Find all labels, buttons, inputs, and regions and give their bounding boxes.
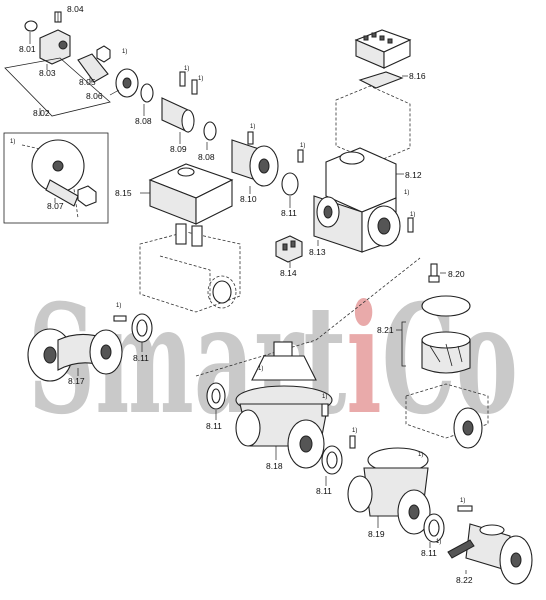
o-ring-801 — [24, 20, 38, 32]
actuator-815 — [140, 163, 234, 225]
label-811-a: 8.11 — [281, 208, 297, 218]
label-809: 8.09 — [170, 144, 187, 154]
manifold-stub-2 — [191, 225, 203, 247]
label-815: 8.15 — [115, 188, 132, 198]
label-811-c: 8.11 — [206, 421, 222, 431]
note-mark: 1) — [122, 49, 127, 55]
note-mark: 1) — [352, 428, 357, 434]
note-mark: 1) — [10, 139, 15, 145]
actuator-side — [195, 179, 233, 225]
valve-body-812 — [313, 85, 414, 253]
label-819: 8.19 — [368, 529, 385, 539]
bolt-top-4 — [297, 149, 304, 163]
manifold-stub-1 — [175, 223, 187, 245]
plug-814 — [275, 235, 303, 268]
inlet-fittings — [109, 68, 304, 208]
label-810: 8.10 — [240, 194, 257, 204]
note-mark: 1) — [460, 498, 465, 504]
label-807: 8.07 — [47, 201, 64, 211]
detail-nipple — [45, 179, 79, 207]
ball-valve-822 — [423, 505, 533, 585]
bolt-822 — [457, 505, 473, 512]
label-812: 8.12 — [405, 170, 422, 180]
label-808-a: 8.08 — [135, 116, 152, 126]
label-811-b: 8.11 — [133, 353, 149, 363]
note-mark: 1) — [300, 143, 305, 149]
bolt-818 — [321, 403, 329, 417]
flange-adapter-803 — [39, 29, 71, 65]
bolt-top-1 — [179, 71, 186, 87]
nipple-805 — [77, 53, 109, 83]
label-813: 8.13 — [309, 247, 326, 257]
label-801: 8.01 — [19, 44, 36, 54]
label-816: 8.16 — [409, 71, 426, 81]
detail-box-807 — [3, 132, 109, 224]
bolt-top-3 — [247, 131, 254, 145]
detail-frame — [3, 132, 109, 224]
gasket-808-b — [203, 121, 217, 141]
note-mark: 1) — [184, 66, 189, 72]
gasket-811-a — [281, 172, 299, 196]
note-mark: 1) — [116, 303, 121, 309]
ball-valve-stem — [479, 524, 505, 536]
label-803: 8.03 — [39, 68, 56, 78]
plug-820 — [430, 263, 438, 277]
ball-valve-handle — [447, 539, 475, 559]
label-805: 8.05 — [79, 77, 96, 87]
note-mark: 1) — [198, 76, 203, 82]
label-804: 8.04 — [67, 4, 84, 14]
note-mark: 1) — [410, 212, 415, 218]
note-mark: 1) — [250, 124, 255, 130]
regulator-818 — [206, 341, 333, 469]
dashed-connector-right — [315, 257, 421, 341]
bolt-right — [407, 217, 414, 233]
gasket-808-a — [140, 83, 154, 103]
note-mark: 1) — [258, 366, 263, 372]
filter-assembly-821 — [396, 263, 489, 449]
watermark-accent: i — [346, 272, 381, 448]
control-unit-816 — [354, 29, 412, 89]
filter-insert — [421, 339, 471, 374]
valve-819-inlet — [347, 475, 373, 513]
o-ring-821 — [421, 295, 471, 317]
note-mark: 1) — [418, 452, 423, 458]
adapter-bore — [58, 40, 68, 50]
note-mark: 1) — [322, 394, 327, 400]
part-labels: 8.01 8.02 8.03 8.04 8.05 8.06 8.07 8.08 … — [19, 4, 473, 585]
regulator-inlet — [235, 409, 261, 447]
detail-nut — [77, 185, 97, 207]
detail-flange-hole — [52, 160, 64, 172]
label-814: 8.14 — [280, 268, 297, 278]
label-821: 8.21 — [377, 325, 394, 335]
label-808-b: 8.08 — [198, 152, 215, 162]
regulator-spring-housing — [251, 355, 317, 381]
label-817: 8.17 — [68, 376, 85, 386]
nut-805 — [96, 45, 111, 63]
bolt-top-2 — [191, 79, 198, 95]
pressure-switch-kit — [4, 11, 111, 117]
label-820: 8.20 — [448, 269, 465, 279]
kit-outline — [4, 57, 111, 117]
connector-plug-816 — [358, 71, 404, 89]
label-802: 8.02 — [33, 108, 50, 118]
note-mark: 1) — [404, 190, 409, 196]
label-822: 8.22 — [456, 575, 473, 585]
valve-819 — [321, 435, 431, 535]
bolt-819-a — [349, 435, 356, 449]
regulator-cap — [273, 341, 293, 357]
dashed-connector-left — [195, 339, 317, 377]
dashed-manifold — [139, 223, 241, 313]
bolt-817 — [113, 315, 127, 322]
label-811-d: 8.11 — [316, 486, 332, 496]
flange-assembly-817 — [27, 313, 153, 382]
label-806: 8.06 — [86, 91, 103, 101]
footnote-marks: 1) 1) 1) 1) 1) 1) 1) 1) 1) 1) 1) 1) 1) 1… — [10, 49, 465, 545]
label-818: 8.18 — [266, 461, 283, 471]
label-811-e: 8.11 — [421, 548, 437, 558]
note-mark: 1) — [436, 539, 441, 545]
